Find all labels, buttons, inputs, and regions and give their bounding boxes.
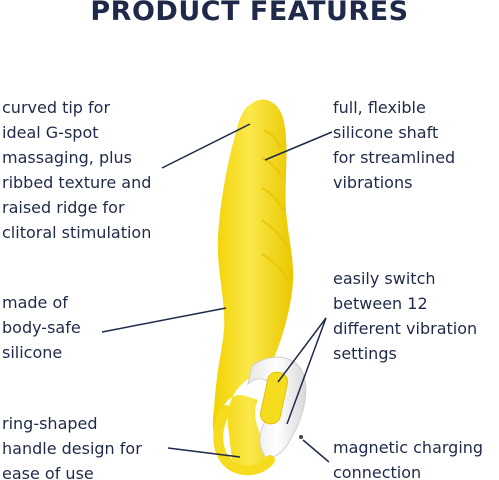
feature-magnetic-charging: magnetic charging connection (333, 435, 483, 480)
feature-text: ease of use (2, 464, 94, 480)
feature-body-safe-silicone: made of body-safe silicone (2, 290, 81, 365)
feature-text: magnetic charging (333, 438, 484, 457)
feature-text: made of (2, 293, 68, 312)
feature-text: silicone (2, 343, 63, 362)
feature-text: full, flexible (333, 98, 426, 117)
feature-flexible-shaft: full, flexible silicone shaft for stream… (333, 95, 455, 195)
feature-text: easily switch (333, 269, 436, 288)
feature-text: body-safe (2, 318, 81, 337)
feature-text: for streamlined (333, 148, 456, 167)
feature-text: ring-shaped (2, 414, 98, 433)
ring-handle (213, 405, 275, 476)
ribbed-texture (261, 129, 291, 283)
feature-text: raised ridge for (2, 198, 125, 217)
feature-text: settings (333, 344, 397, 363)
charging-port (299, 435, 303, 439)
feature-text: ribbed texture and (2, 173, 152, 192)
pointer-lines (101, 123, 333, 463)
feature-text: vibrations (333, 173, 413, 192)
feature-text: massaging, plus (2, 148, 133, 167)
feature-vibration-settings: easily switch between 12 different vibra… (333, 266, 477, 366)
feature-text: handle design for (2, 439, 142, 458)
feature-text: between 12 (333, 294, 428, 313)
feature-text: connection (333, 463, 422, 480)
feature-ring-handle: ring-shaped handle design for ease of us… (2, 411, 142, 480)
page-title: PRODUCT FEATURES (90, 0, 409, 27)
feature-curved-tip: curved tip for ideal G-spot massaging, p… (2, 95, 151, 245)
feature-text: ideal G-spot (2, 123, 99, 142)
feature-text: clitoral stimulation (2, 223, 152, 242)
vibrator-body (212, 99, 294, 470)
feature-text: curved tip for (2, 98, 111, 117)
vibration-button (259, 371, 289, 425)
feature-text: different vibration (333, 319, 478, 338)
feature-text: silicone shaft (333, 123, 439, 142)
